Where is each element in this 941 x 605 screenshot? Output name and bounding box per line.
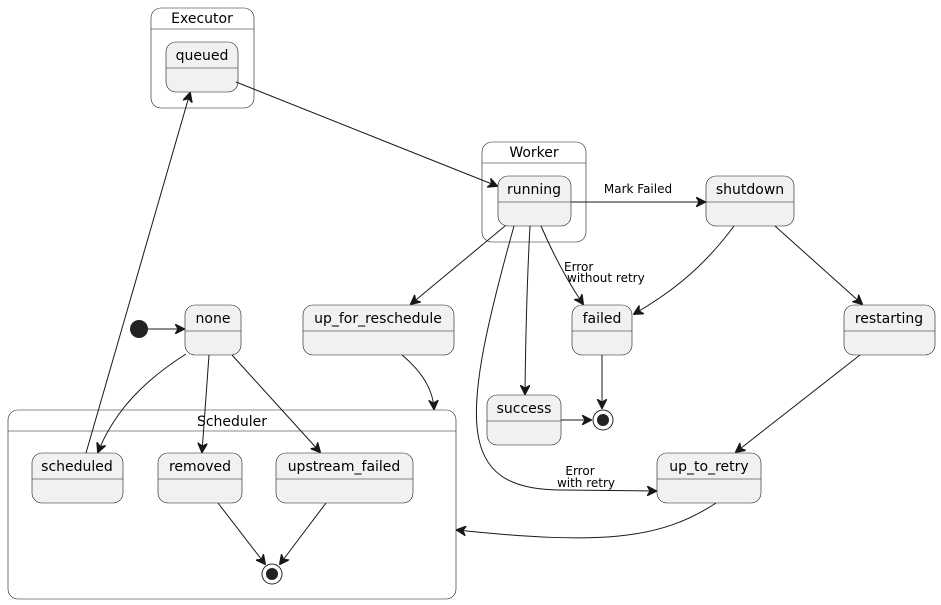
state-queued-label: queued — [176, 48, 229, 64]
state-none: none — [184, 304, 242, 356]
state-restarting: restarting — [843, 304, 936, 356]
edge-queued-to-running — [235, 81, 497, 186]
state-removed-label: removed — [169, 459, 231, 475]
state-up-for-reschedule-label: up_for_reschedule — [314, 311, 442, 327]
edge-running-to-failed — [540, 225, 583, 304]
state-scheduled-label: scheduled — [41, 459, 113, 475]
final-node-success — [592, 409, 614, 431]
edge-none-to-scheduled — [98, 353, 187, 452]
edge-removed-to-final — [217, 502, 265, 564]
state-none-label: none — [196, 311, 231, 327]
state-queued: queued — [165, 41, 239, 93]
edge-shutdown-to-failed — [634, 225, 735, 314]
edge-running-to-up-for-reschedule — [411, 225, 506, 304]
edge-scheduled-to-queued — [85, 93, 190, 454]
edge-running-to-up-to-retry — [475, 225, 656, 491]
state-running-label: running — [507, 182, 561, 198]
state-failed-label: failed — [583, 311, 622, 327]
edge-none-to-removed — [202, 354, 210, 452]
edge-up-for-reschedule-to-scheduler — [401, 354, 434, 409]
initial-node — [130, 320, 148, 338]
state-removed: removed — [157, 452, 243, 504]
edge-label-error-retry-line1: Error — [565, 464, 594, 478]
final-node-scheduler — [261, 563, 283, 585]
state-scheduled: scheduled — [31, 452, 124, 504]
state-running: running — [497, 175, 572, 227]
state-upstream-failed: upstream_failed — [275, 452, 414, 504]
state-up-for-reschedule: up_for_reschedule — [302, 304, 455, 356]
group-scheduler-title: Scheduler — [197, 414, 267, 430]
state-shutdown: shutdown — [705, 175, 795, 227]
edge-none-to-upstream-failed — [231, 354, 320, 452]
edge-upstream-failed-to-final — [280, 502, 327, 564]
state-up-to-retry: up_to_retry — [656, 452, 762, 504]
group-worker-title: Worker — [509, 145, 559, 161]
edge-label-error-retry-line2: with retry — [557, 476, 615, 490]
state-shutdown-label: shutdown — [716, 182, 784, 198]
edge-up-to-retry-to-scheduler — [457, 502, 717, 539]
edge-restarting-to-up-to-retry — [736, 354, 861, 452]
edge-label-error-no-retry-line1: Error — [564, 260, 593, 274]
state-success: success — [486, 394, 562, 446]
group-scheduler: Scheduler — [7, 409, 457, 600]
state-success-label: success — [497, 401, 552, 417]
edge-label-error-no-retry-line2: without retry — [567, 271, 645, 285]
state-failed: failed — [571, 304, 633, 356]
edge-running-to-success — [525, 225, 531, 394]
group-executor-title: Executor — [171, 11, 233, 27]
state-restarting-label: restarting — [855, 311, 923, 327]
state-upstream-failed-label: upstream_failed — [288, 459, 401, 475]
edge-shutdown-to-restarting — [774, 225, 862, 304]
state-up-to-retry-label: up_to_retry — [669, 459, 748, 475]
edge-label-mark-failed: Mark Failed — [604, 182, 672, 196]
